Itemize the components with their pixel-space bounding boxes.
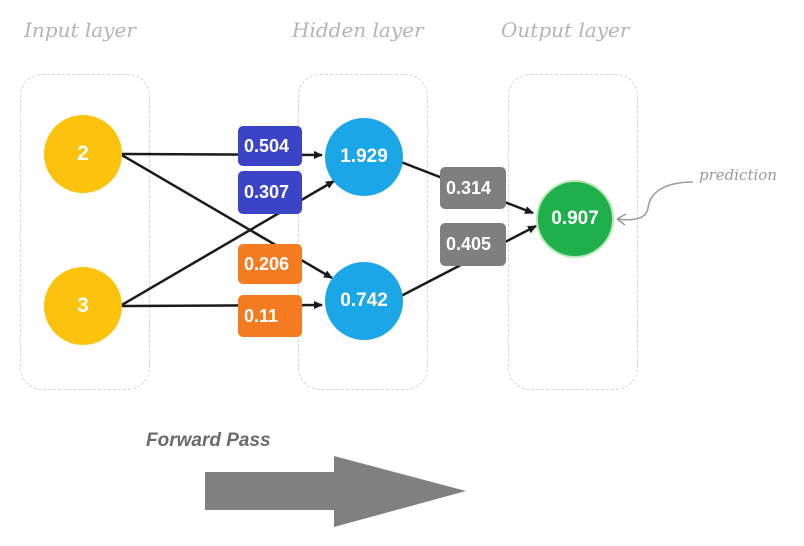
- hidden-layer-label: Hidden layer: [292, 18, 424, 42]
- weight-input1-hidden1: 0.504: [238, 126, 302, 166]
- forward-pass-arrow: [205, 456, 466, 527]
- prediction-label: prediction: [699, 166, 777, 184]
- input-layer-label: Input layer: [24, 18, 136, 42]
- hidden-node-1: 1.929: [325, 118, 403, 196]
- hidden-node-2: 0.742: [325, 262, 403, 340]
- weight-input2-hidden2: 0.11: [238, 295, 302, 337]
- weight-input2-hidden1: 0.307: [238, 171, 302, 214]
- weight-hidden2-output: 0.405: [440, 223, 506, 266]
- output-layer-label: Output layer: [501, 18, 630, 42]
- input-layer-box: [20, 74, 150, 390]
- input-node-2: 3: [44, 267, 122, 345]
- hidden-layer-box: [298, 74, 428, 390]
- output-layer-box: [508, 74, 638, 390]
- input-node-1: 2: [44, 115, 122, 193]
- weight-input1-hidden2: 0.206: [238, 244, 302, 284]
- prediction-pointer: [616, 181, 694, 221]
- prediction-pointer-head: [616, 213, 627, 226]
- output-node: 0.907: [536, 180, 614, 258]
- weight-hidden1-output: 0.314: [440, 167, 506, 209]
- forward-pass-label: Forward Pass: [146, 430, 271, 451]
